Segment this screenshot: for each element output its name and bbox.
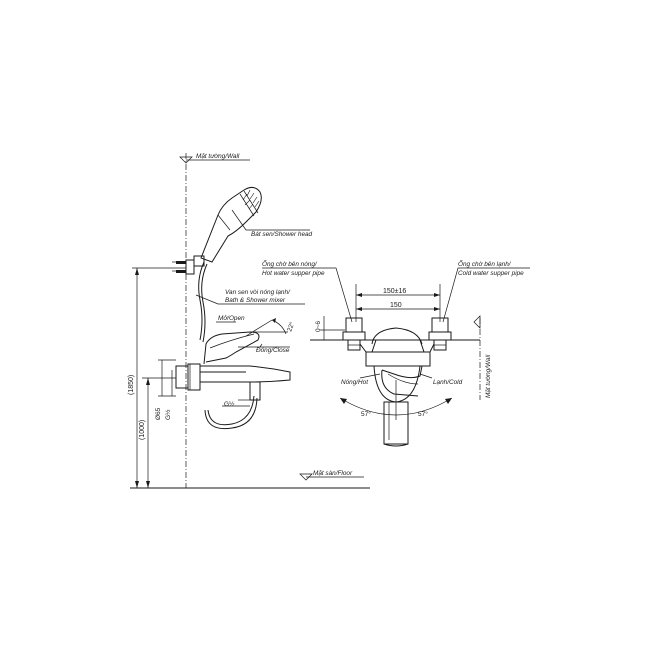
shower-head-label: Bát sen/Shower head bbox=[251, 231, 313, 238]
wall-bracket bbox=[172, 255, 205, 275]
outlet-dim bbox=[222, 399, 250, 407]
cold-leader bbox=[419, 373, 433, 379]
front-wall-marker bbox=[473, 315, 481, 329]
height-mixer: (1000) bbox=[139, 420, 146, 440]
shower-hose bbox=[198, 261, 258, 430]
hot-label: Nóng/Hot bbox=[341, 379, 368, 386]
shower-head bbox=[200, 186, 262, 263]
thread-inlet: G½ bbox=[164, 409, 172, 420]
hot-pipe-leader bbox=[262, 267, 353, 323]
open-close-arc bbox=[216, 318, 290, 348]
open-angle: 22° bbox=[285, 320, 296, 332]
front-wall-label: Mặt tường/Wall bbox=[485, 354, 492, 398]
cold-label: Lạnh/Cold bbox=[433, 379, 463, 386]
height-total: (1850) bbox=[128, 375, 135, 395]
cold-fitting bbox=[428, 317, 452, 351]
thread-outlet: G½ bbox=[224, 400, 235, 408]
wall-marker bbox=[179, 156, 250, 164]
diameter-65: Ø65 bbox=[155, 407, 162, 420]
open-label: Mở/Open bbox=[218, 314, 245, 322]
spacing-dims bbox=[355, 284, 441, 322]
hot-fitting bbox=[342, 317, 366, 351]
angle-left: 57° bbox=[361, 410, 371, 418]
height-dimension-lines bbox=[132, 267, 186, 488]
hot-pipe-label-2: Hot water supper pipe bbox=[262, 270, 325, 277]
angle-right: 57° bbox=[418, 410, 428, 418]
spacing-value: 150 bbox=[390, 302, 402, 309]
cold-pipe-leader bbox=[442, 267, 530, 323]
mixer-body-side bbox=[175, 331, 291, 401]
offset-dim bbox=[320, 316, 345, 340]
hot-leader bbox=[359, 373, 381, 379]
cold-pipe-label-1: Ống chờ bên lạnh/ bbox=[458, 259, 512, 268]
rotation-arc bbox=[339, 380, 453, 420]
floor-label: Mặt sàn/Floor bbox=[313, 470, 353, 477]
mixer-body-front bbox=[359, 327, 435, 447]
close-label: Đóng/Close bbox=[256, 347, 290, 354]
hot-pipe-label-1: Ống chờ bên nóng/ bbox=[262, 259, 318, 268]
wall-label: Mặt tường/Wall bbox=[196, 153, 240, 160]
mixer-label-2: Bath & Shower mixer bbox=[225, 297, 286, 304]
cold-pipe-label-2: Cold water supper pipe bbox=[458, 270, 524, 277]
mixer-label-1: Van sen vòi nóng lạnh/ bbox=[225, 289, 291, 296]
spacing-tol: 150±16 bbox=[383, 288, 406, 295]
floor-marker bbox=[299, 473, 364, 481]
shower-head-leader bbox=[231, 209, 310, 231]
offset-value: 0~6 bbox=[315, 321, 322, 332]
mixer-leader bbox=[195, 294, 305, 305]
